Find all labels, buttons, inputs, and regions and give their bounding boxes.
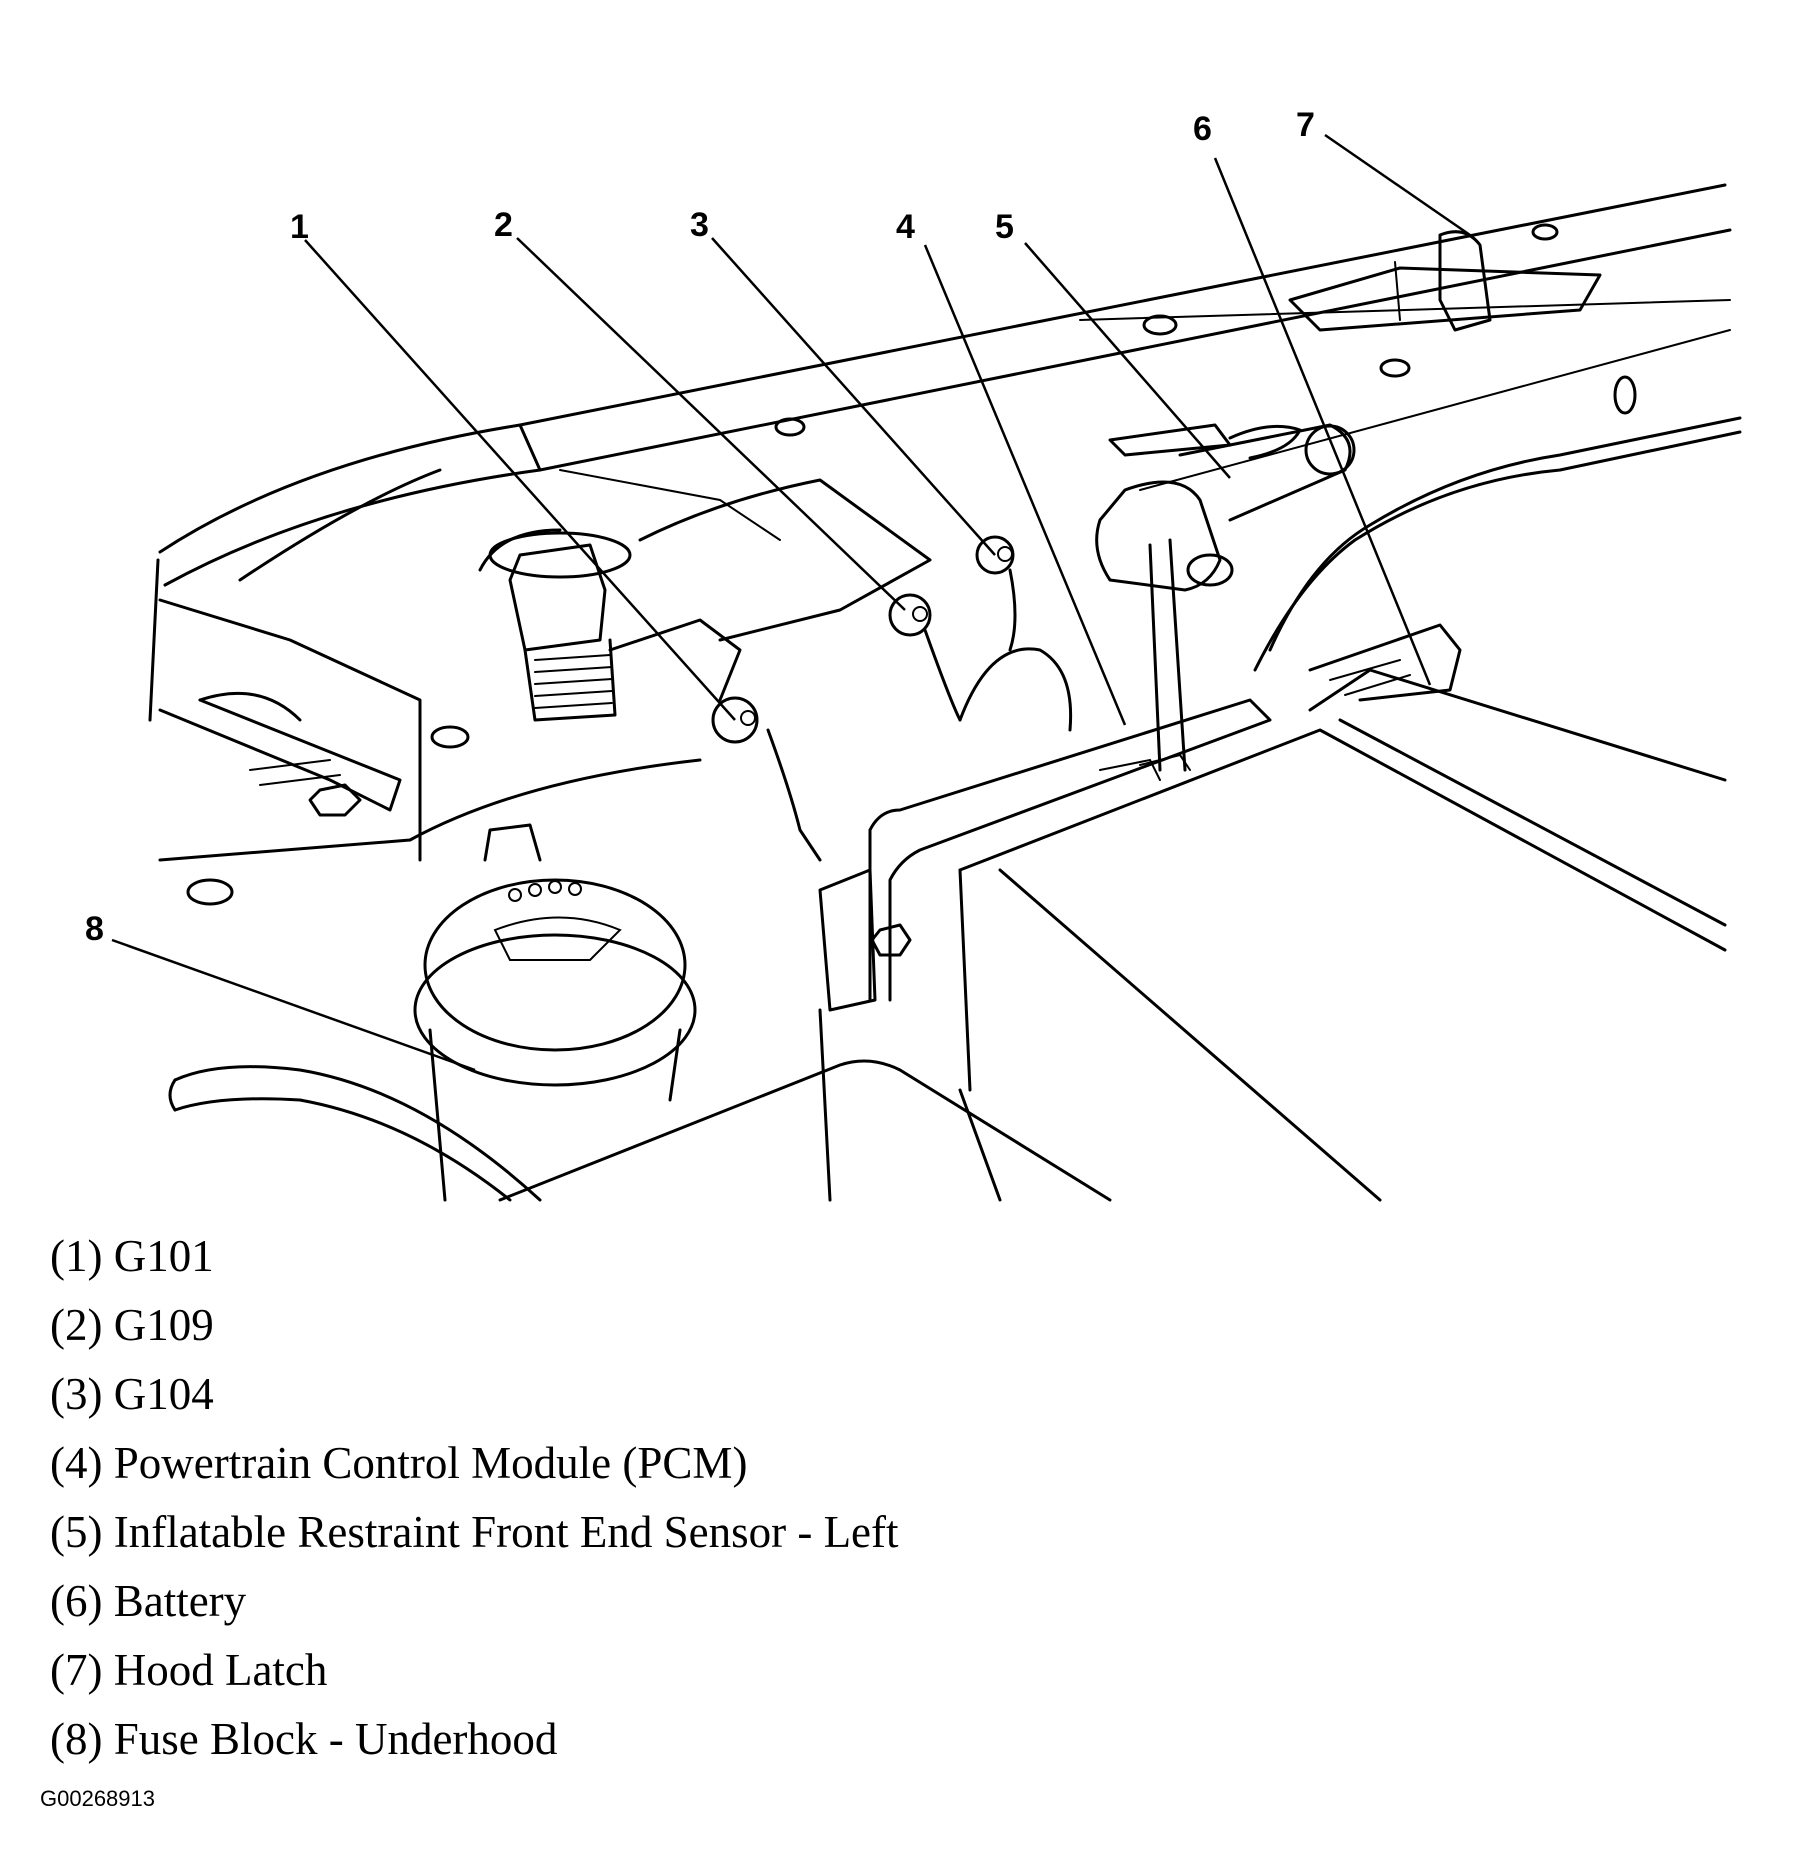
callout-2: 2 <box>494 206 513 244</box>
callout-5: 5 <box>995 208 1014 246</box>
callout-7: 7 <box>1296 106 1315 144</box>
legend-item-pcm: (4) Powertrain Control Module (PCM) <box>50 1438 748 1488</box>
legend-item-battery: (6) Battery <box>50 1576 247 1626</box>
legend-item-front-end-sensor: (5) Inflatable Restraint Front End Senso… <box>50 1507 899 1557</box>
legend-item-g104: (3) G104 <box>50 1369 214 1419</box>
callout-4: 4 <box>896 208 915 246</box>
legend-item-g109: (2) G109 <box>50 1300 214 1350</box>
figure-id: G00268913 <box>40 1786 155 1811</box>
callout-3: 3 <box>690 206 709 244</box>
engine-compartment-illustration <box>111 133 1742 1202</box>
component-legend: (1) G101 (2) G109 (3) G104 (4) Powertrai… <box>50 1222 899 1774</box>
legend-item-fuse-block: (8) Fuse Block - Underhood <box>50 1714 558 1764</box>
callout-1: 1 <box>290 208 309 246</box>
line-drawing <box>111 133 1742 1202</box>
legend-item-hood-latch: (7) Hood Latch <box>50 1645 328 1695</box>
callout-8: 8 <box>85 910 104 948</box>
callout-6: 6 <box>1193 110 1212 148</box>
legend-item-g101: (1) G101 <box>50 1231 214 1281</box>
